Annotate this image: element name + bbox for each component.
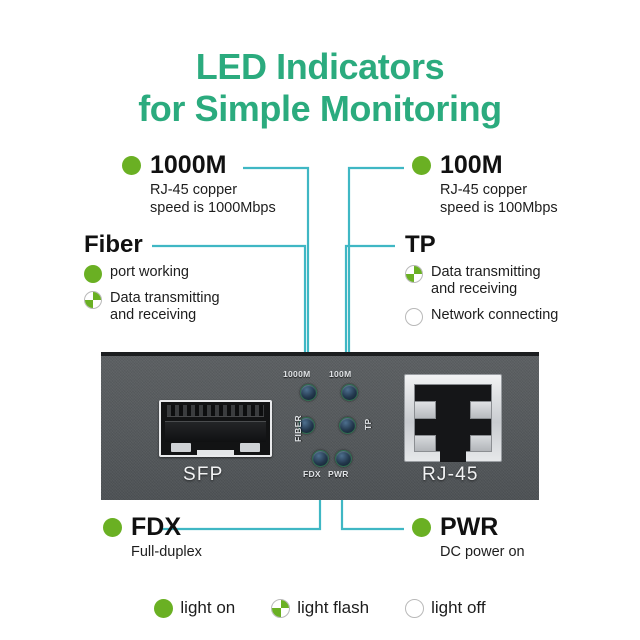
rj45-port-step-right bbox=[470, 435, 492, 452]
led-label-1000m: 1000M bbox=[283, 369, 311, 379]
light-flash-icon bbox=[405, 265, 423, 283]
list-item: Network connecting bbox=[405, 307, 558, 326]
media-converter-front-panel: SFP RJ-45 1000M 100M FIBER TP bbox=[101, 352, 539, 500]
light-off-icon bbox=[405, 308, 423, 326]
rj45-port-step-left bbox=[414, 435, 436, 452]
leader-line-tp bbox=[344, 244, 395, 356]
light-flash-icon bbox=[84, 291, 102, 309]
led-label-pwr: PWR bbox=[328, 469, 349, 479]
leader-line-100m bbox=[347, 166, 404, 356]
callout-fdx: FDX Full-duplex bbox=[103, 514, 202, 562]
rj45-port-label: RJ-45 bbox=[422, 464, 479, 485]
led-pwr bbox=[335, 450, 352, 467]
callout-fiber-list: port working Data transmitting and recei… bbox=[84, 264, 220, 324]
led-tp bbox=[339, 417, 356, 434]
led-100m bbox=[341, 384, 358, 401]
callout-fiber-label: Fiber bbox=[84, 231, 143, 258]
callout-100m-desc-1: RJ-45 copper bbox=[440, 182, 528, 198]
list-item: Data transmitting and receiving bbox=[405, 264, 558, 298]
callout-tp-list: Data transmitting and receiving Network … bbox=[405, 264, 558, 326]
sfp-port bbox=[159, 400, 272, 457]
legend-item-light-off-label: light off bbox=[431, 598, 486, 617]
callout-pwr-label: PWR bbox=[440, 513, 499, 541]
callout-fiber: Fiber port working Data transmitting and… bbox=[84, 232, 220, 331]
callout-1000m: 1000M RJ-45 copper speed is 1000Mbps bbox=[122, 152, 276, 217]
light-on-icon bbox=[122, 155, 141, 175]
callout-fdx-head: FDX bbox=[103, 514, 202, 540]
page-title: LED Indicators for Simple Monitoring bbox=[0, 46, 640, 130]
sfp-port-label: SFP bbox=[183, 464, 224, 485]
callout-tp: TP Data transmitting and receiving Netwo… bbox=[405, 232, 558, 333]
rj45-port-clip-right bbox=[470, 401, 492, 419]
callout-tp-item-1-text: Network connecting bbox=[431, 307, 559, 323]
callout-100m-label: 100M bbox=[440, 151, 503, 179]
callout-tp-head: TP bbox=[405, 232, 558, 258]
light-on-icon bbox=[154, 598, 174, 618]
sfp-port-tab-left bbox=[171, 443, 191, 452]
light-flash-icon bbox=[271, 598, 291, 618]
sfp-port-tab-right bbox=[240, 443, 260, 452]
callout-tp-item-0-line-2: and receiving bbox=[431, 281, 518, 297]
callout-1000m-desc-1: RJ-45 copper bbox=[150, 182, 238, 198]
callout-fdx-desc: Full-duplex bbox=[131, 544, 202, 560]
callout-pwr: PWR DC power on bbox=[412, 514, 525, 562]
rj45-port-clip-left bbox=[414, 401, 436, 419]
led-fdx bbox=[312, 450, 329, 467]
led-1000m bbox=[300, 384, 317, 401]
led-label-fiber: FIBER bbox=[293, 415, 303, 442]
callout-1000m-label: 1000M bbox=[150, 151, 227, 179]
led-label-100m: 100M bbox=[329, 369, 352, 379]
callout-fiber-item-1-line-1: Data transmitting bbox=[110, 290, 220, 306]
led-label-tp: TP bbox=[363, 418, 373, 430]
legend-item-light-flash-label: light flash bbox=[297, 598, 370, 617]
led-label-fdx: FDX bbox=[303, 469, 321, 479]
callout-tp-item-0-line-1: Data transmitting bbox=[431, 264, 541, 280]
callout-fdx-label: FDX bbox=[131, 513, 181, 541]
callout-100m-desc-2: speed is 100Mbps bbox=[440, 199, 558, 216]
light-on-icon bbox=[84, 265, 102, 283]
callout-100m-head: 100M bbox=[412, 152, 558, 178]
callout-fiber-item-0-text: port working bbox=[110, 264, 189, 280]
callout-1000m-head: 1000M bbox=[122, 152, 276, 178]
callout-pwr-head: PWR bbox=[412, 514, 525, 540]
callout-fiber-item-1-line-2: and receiving bbox=[110, 307, 197, 323]
title-line-1: LED Indicators bbox=[195, 46, 445, 87]
legend: light on light flash light off bbox=[0, 598, 640, 618]
callout-100m: 100M RJ-45 copper speed is 100Mbps bbox=[412, 152, 558, 217]
legend-item-light-on: light on bbox=[154, 598, 235, 618]
list-item: Data transmitting and receiving bbox=[84, 290, 220, 324]
rj45-port-latch-notch bbox=[440, 440, 466, 462]
callout-tp-item-0-text: Data transmitting and receiving bbox=[431, 264, 541, 298]
sfp-port-bottom-bar bbox=[197, 450, 234, 455]
callout-fiber-head: Fiber bbox=[84, 232, 220, 258]
sfp-port-teeth bbox=[167, 405, 264, 417]
callout-pwr-desc: DC power on bbox=[440, 544, 525, 560]
light-off-icon bbox=[405, 598, 425, 618]
title-line-2: for Simple Monitoring bbox=[138, 88, 502, 129]
rj45-port bbox=[404, 374, 502, 462]
legend-item-light-off: light off bbox=[405, 598, 486, 618]
led-fiber bbox=[298, 417, 315, 434]
list-item: port working bbox=[84, 264, 220, 283]
light-on-icon bbox=[412, 517, 431, 537]
callout-1000m-desc-2: speed is 1000Mbps bbox=[150, 199, 276, 216]
legend-item-light-flash: light flash bbox=[271, 598, 369, 618]
sfp-port-cage bbox=[165, 421, 266, 442]
callout-tp-label: TP bbox=[405, 231, 436, 258]
callout-fiber-item-1-text: Data transmitting and receiving bbox=[110, 290, 220, 324]
light-on-icon bbox=[412, 155, 431, 175]
legend-item-light-on-label: light on bbox=[180, 598, 236, 617]
light-on-icon bbox=[103, 517, 122, 537]
